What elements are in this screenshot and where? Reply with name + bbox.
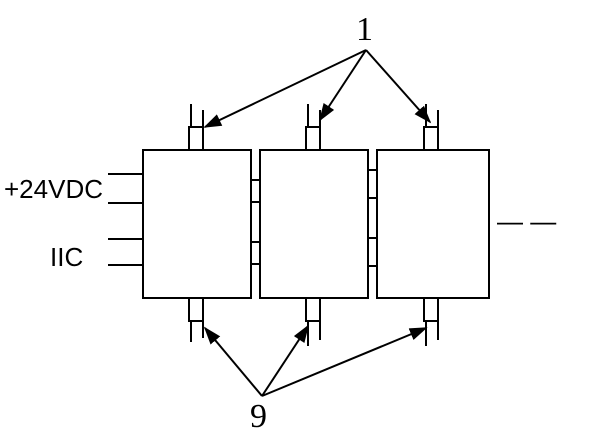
callout-1-arrows xyxy=(203,49,432,128)
callout-label-9: 9 xyxy=(250,398,267,434)
bottom-terminal-2 xyxy=(305,297,321,346)
top-terminal-2 xyxy=(305,104,321,151)
top-terminal-3 xyxy=(423,104,439,151)
module-2-box xyxy=(259,149,369,299)
iic-bus-wires xyxy=(108,238,143,266)
power-input-wires xyxy=(108,173,143,204)
module-3-box xyxy=(376,149,490,299)
power-input-label: +24VDC xyxy=(4,174,103,204)
connector-1-2 xyxy=(250,179,261,265)
callout-label-1: 1 xyxy=(356,11,373,48)
continuation-dashes: — — xyxy=(497,206,556,236)
bottom-terminal-3 xyxy=(423,297,439,346)
top-terminal-1 xyxy=(188,104,204,151)
iic-bus-label: IIC xyxy=(50,242,83,272)
callout-9-arrows xyxy=(203,324,428,397)
module-1-box xyxy=(142,149,252,299)
connector-2-3 xyxy=(367,169,378,267)
bottom-terminal-1 xyxy=(188,297,204,342)
